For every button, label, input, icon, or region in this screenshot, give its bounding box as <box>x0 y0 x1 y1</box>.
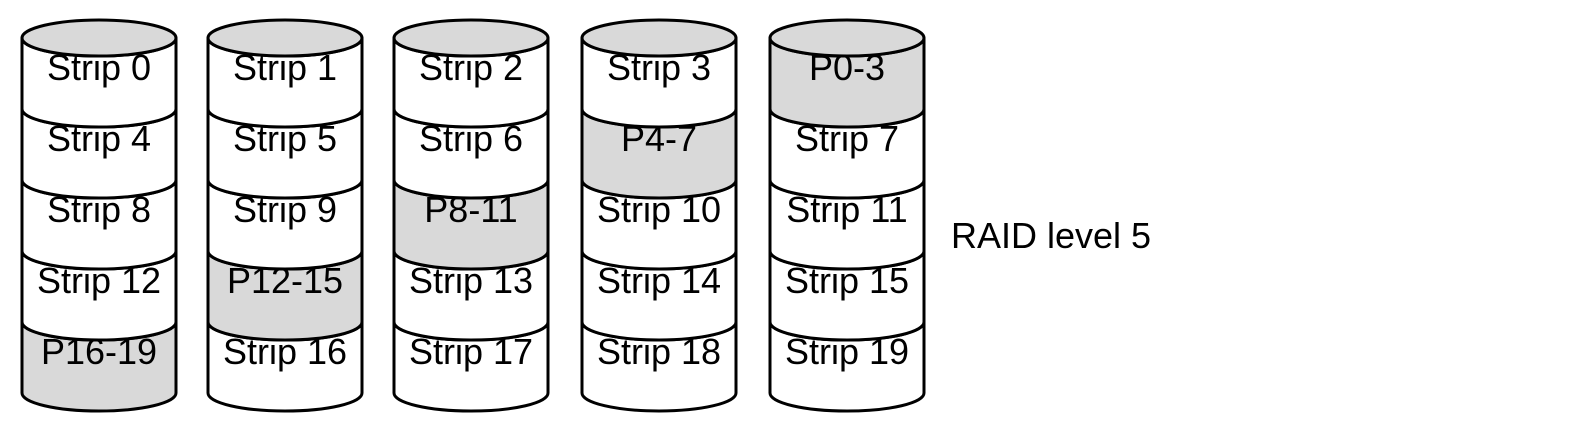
disk-top-cap <box>580 18 738 58</box>
disk-top-cap <box>768 18 926 58</box>
raid-level-label: RAID level 5 <box>951 215 1151 256</box>
disk-top-cap <box>392 18 550 58</box>
disk-top-cap <box>206 18 364 58</box>
disk-top-cap <box>20 18 178 58</box>
